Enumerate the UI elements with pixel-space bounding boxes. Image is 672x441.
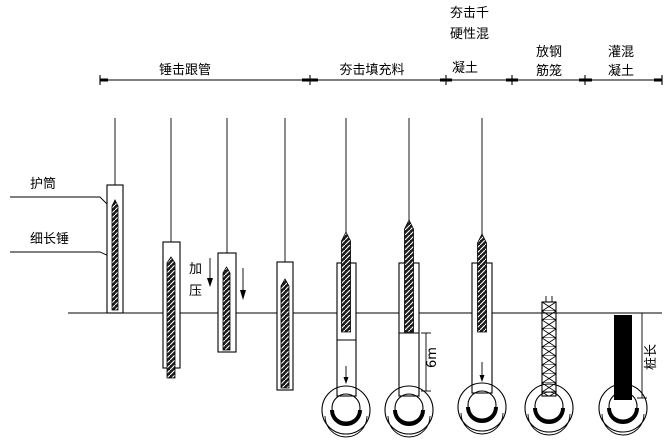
- depth-label: 6m: [425, 347, 440, 368]
- compacted-fill: [393, 409, 425, 426]
- compacted-fill: [330, 409, 362, 426]
- phase-label-tamp-concrete-line1: 夯击千: [450, 6, 489, 21]
- slender-hammer: [280, 278, 290, 389]
- compacted-fill: [607, 407, 639, 424]
- stage-6-tamp-fill: 6m: [384, 118, 440, 438]
- pressure-arrowhead-right: [240, 290, 246, 300]
- enlarged-base-outer: [524, 383, 574, 433]
- slender-hammer: [111, 199, 119, 311]
- phase-label-pour-concrete-line1: 灌混: [608, 45, 634, 60]
- compacted-fill: [533, 407, 565, 424]
- slender-hammer: [341, 231, 351, 333]
- pressure-label-2: 压: [189, 284, 202, 299]
- enlarged-base-ring: [460, 412, 504, 435]
- casing-leader-line: [10, 196, 111, 208]
- reinforcement-cage: [541, 301, 557, 397]
- pile-length-label: 桩长: [644, 344, 659, 370]
- compacted-fill: [466, 406, 498, 423]
- phase-dimension-line: [99, 75, 663, 85]
- stage-5-tamp-fill: [321, 118, 371, 438]
- stage-4-hammer-casing: [276, 118, 294, 391]
- phase-label-hammer-casing: 锤击跟管: [159, 63, 211, 78]
- enlarged-base-outer: [598, 383, 648, 433]
- enlarged-base-outer: [384, 385, 434, 435]
- enlarged-base-ring: [324, 415, 368, 438]
- enlarged-base-ring: [527, 413, 571, 436]
- stage-7-tamp-concrete: [457, 118, 507, 435]
- hammer-leader-line: [10, 251, 114, 259]
- stage-2-hammer-casing: [162, 118, 181, 379]
- enlarged-base-ring: [387, 415, 431, 438]
- hammer-label: 细长锤: [30, 232, 69, 247]
- enlarged-base-outer: [457, 382, 507, 432]
- phase-label-tamp-concrete-line2: 硬性混: [450, 27, 489, 42]
- phase-label-tamp-concrete-line3: 凝土: [452, 60, 478, 76]
- slender-hammer: [477, 233, 487, 333]
- pressure-label-1: 加: [189, 262, 202, 277]
- casing-label: 护筒: [30, 176, 56, 192]
- phase-label-place-cage-line1: 放钢: [536, 45, 562, 60]
- tamp-arrowhead: [343, 377, 349, 384]
- tamp-arrowhead: [479, 375, 485, 382]
- slender-hammer: [166, 256, 176, 379]
- stage-9-pour-concrete: 桩长: [598, 312, 659, 436]
- pressure-arrowhead-left: [207, 278, 213, 287]
- stage-1-hammer-casing: [106, 118, 124, 314]
- enlarged-base-outer: [321, 385, 371, 435]
- concrete-pile-shaft: [614, 315, 632, 395]
- phase-label-place-cage-line2: 筋笼: [536, 63, 562, 79]
- enlarged-base-ring: [601, 413, 645, 436]
- phase-label-tamp-fill: 夯击填充料: [339, 62, 404, 78]
- phase-label-pour-concrete-line2: 凝土: [608, 63, 634, 79]
- concrete-pile-base-fill: [614, 392, 632, 400]
- slender-hammer: [222, 266, 231, 351]
- slender-hammer: [404, 219, 414, 333]
- stage-3-pressing: 加 压: [189, 118, 246, 353]
- stage-8-place-cage: [524, 296, 574, 436]
